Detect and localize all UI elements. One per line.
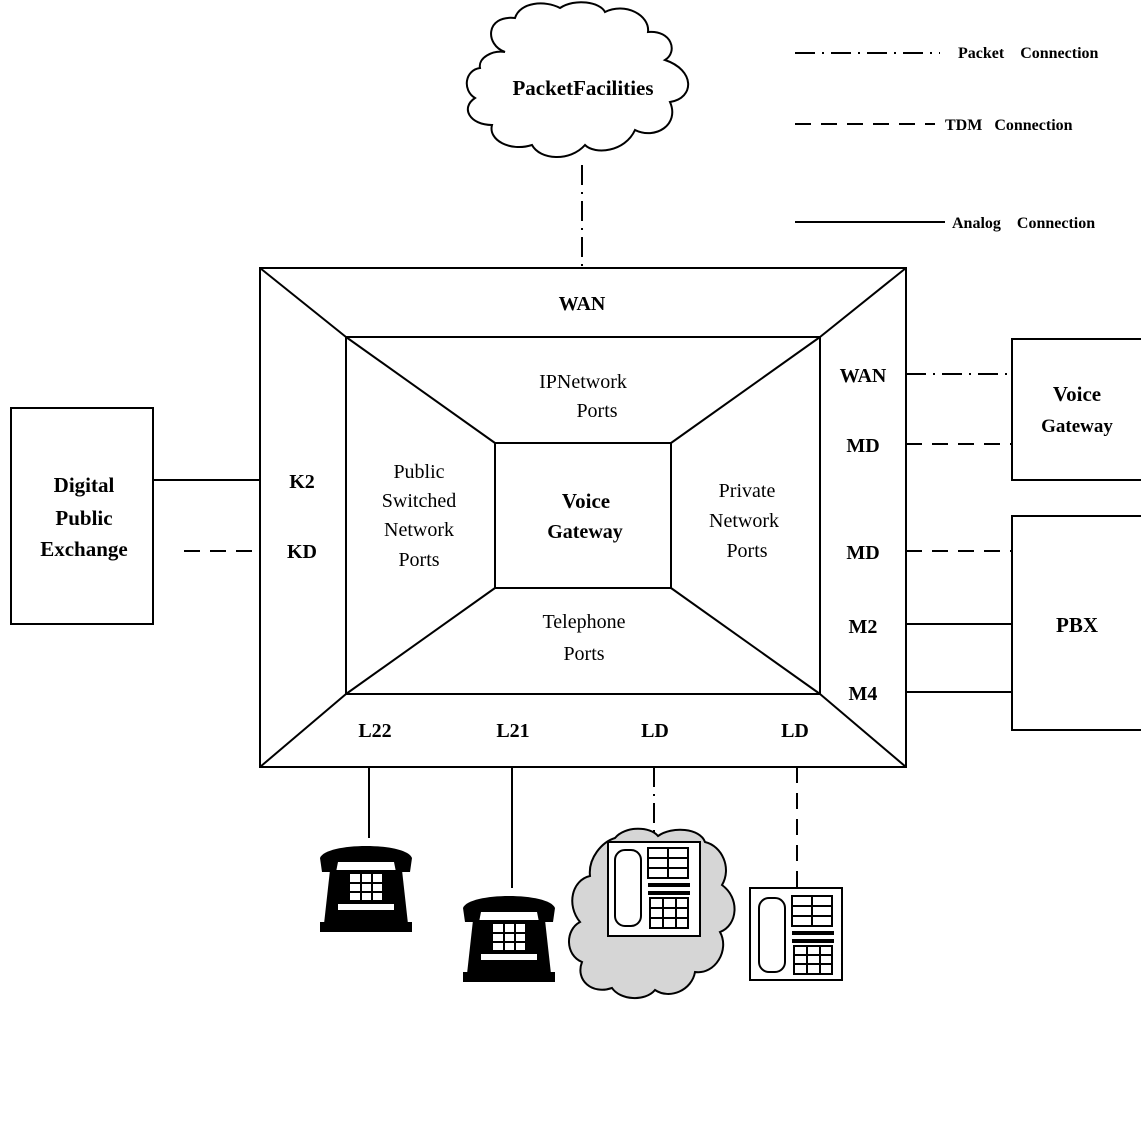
legend-tdm-label: TDM Connection	[945, 117, 1073, 134]
diagonal-top-left	[345, 336, 496, 444]
digital-public-exchange: Digital Public Exchange	[10, 407, 260, 625]
exchange-label-line3: Exchange	[40, 537, 128, 561]
bevel-top-right	[819, 267, 907, 338]
telephone-icon	[463, 896, 555, 982]
port-ld-label-2: LD	[781, 720, 809, 742]
diagonal-bottom-left	[345, 587, 496, 695]
pbx: PBX	[906, 515, 1141, 731]
pbx-label: PBX	[1056, 613, 1098, 637]
remote-gateway-label-line1: Voice	[1053, 382, 1101, 406]
private-label-line2: Network	[709, 510, 779, 532]
remote-gateway-label-line2: Gateway	[1041, 416, 1113, 437]
telephone-icon	[320, 846, 412, 932]
cloud-label: PacketFacilities	[512, 76, 653, 100]
port-kd-label: KD	[287, 541, 317, 563]
ip-network-label-line2: Ports	[576, 400, 617, 422]
remote-voice-gateway: Voice Gateway	[906, 338, 1141, 481]
voice-gateway-frame: WAN IPNetwork Ports Public Switched Netw…	[259, 267, 907, 768]
port-md-label-2: MD	[846, 542, 879, 564]
diagonal-bottom-right	[670, 587, 821, 695]
port-m2-label: M2	[849, 616, 878, 638]
exchange-box	[10, 407, 154, 625]
exchange-label-line1: Digital	[54, 473, 115, 497]
bevel-top-left	[259, 267, 347, 338]
center-label-line1: Voice	[562, 489, 610, 513]
private-label-line3: Ports	[726, 540, 767, 562]
ip-phone-cloud-icon	[568, 827, 736, 999]
center-label-line2: Gateway	[547, 521, 623, 543]
exchange-label-line2: Public	[55, 506, 112, 530]
port-l21-label: L21	[496, 720, 529, 742]
outer-wan-label: WAN	[559, 293, 606, 315]
pstn-label-line2: Switched	[382, 490, 456, 512]
port-m4-label: M4	[849, 683, 878, 705]
cloud-icon	[465, 1, 690, 158]
legend-packet-label: Packet Connection	[958, 45, 1099, 62]
remote-gateway-box	[1011, 338, 1141, 481]
port-k2-label: K2	[289, 471, 315, 493]
port-md-label-1: MD	[846, 435, 879, 457]
telephone-label-line1: Telephone	[542, 611, 625, 633]
digital-phone-icon	[749, 887, 843, 981]
pstn-label-line3: Network	[384, 519, 454, 541]
legend-analog-label: Analog Connection	[952, 215, 1095, 232]
legend: Packet Connection TDM Connection Analog …	[795, 45, 1099, 232]
diagonal-top-right	[670, 336, 821, 444]
port-wan-label: WAN	[840, 365, 887, 387]
pstn-label-line1: Public	[393, 461, 444, 483]
port-l22-label: L22	[358, 720, 391, 742]
port-ld-label-1: LD	[641, 720, 669, 742]
center-box	[494, 442, 672, 589]
bevel-bottom-left	[259, 693, 347, 768]
ip-network-label-line1: IPNetwork	[539, 371, 627, 393]
bevel-bottom-right	[819, 693, 907, 768]
packet-facilities-cloud: PacketFacilities	[465, 1, 690, 268]
pstn-label-line4: Ports	[398, 549, 439, 571]
telephone-label-line2: Ports	[563, 643, 604, 665]
private-label-line1: Private	[719, 480, 776, 502]
